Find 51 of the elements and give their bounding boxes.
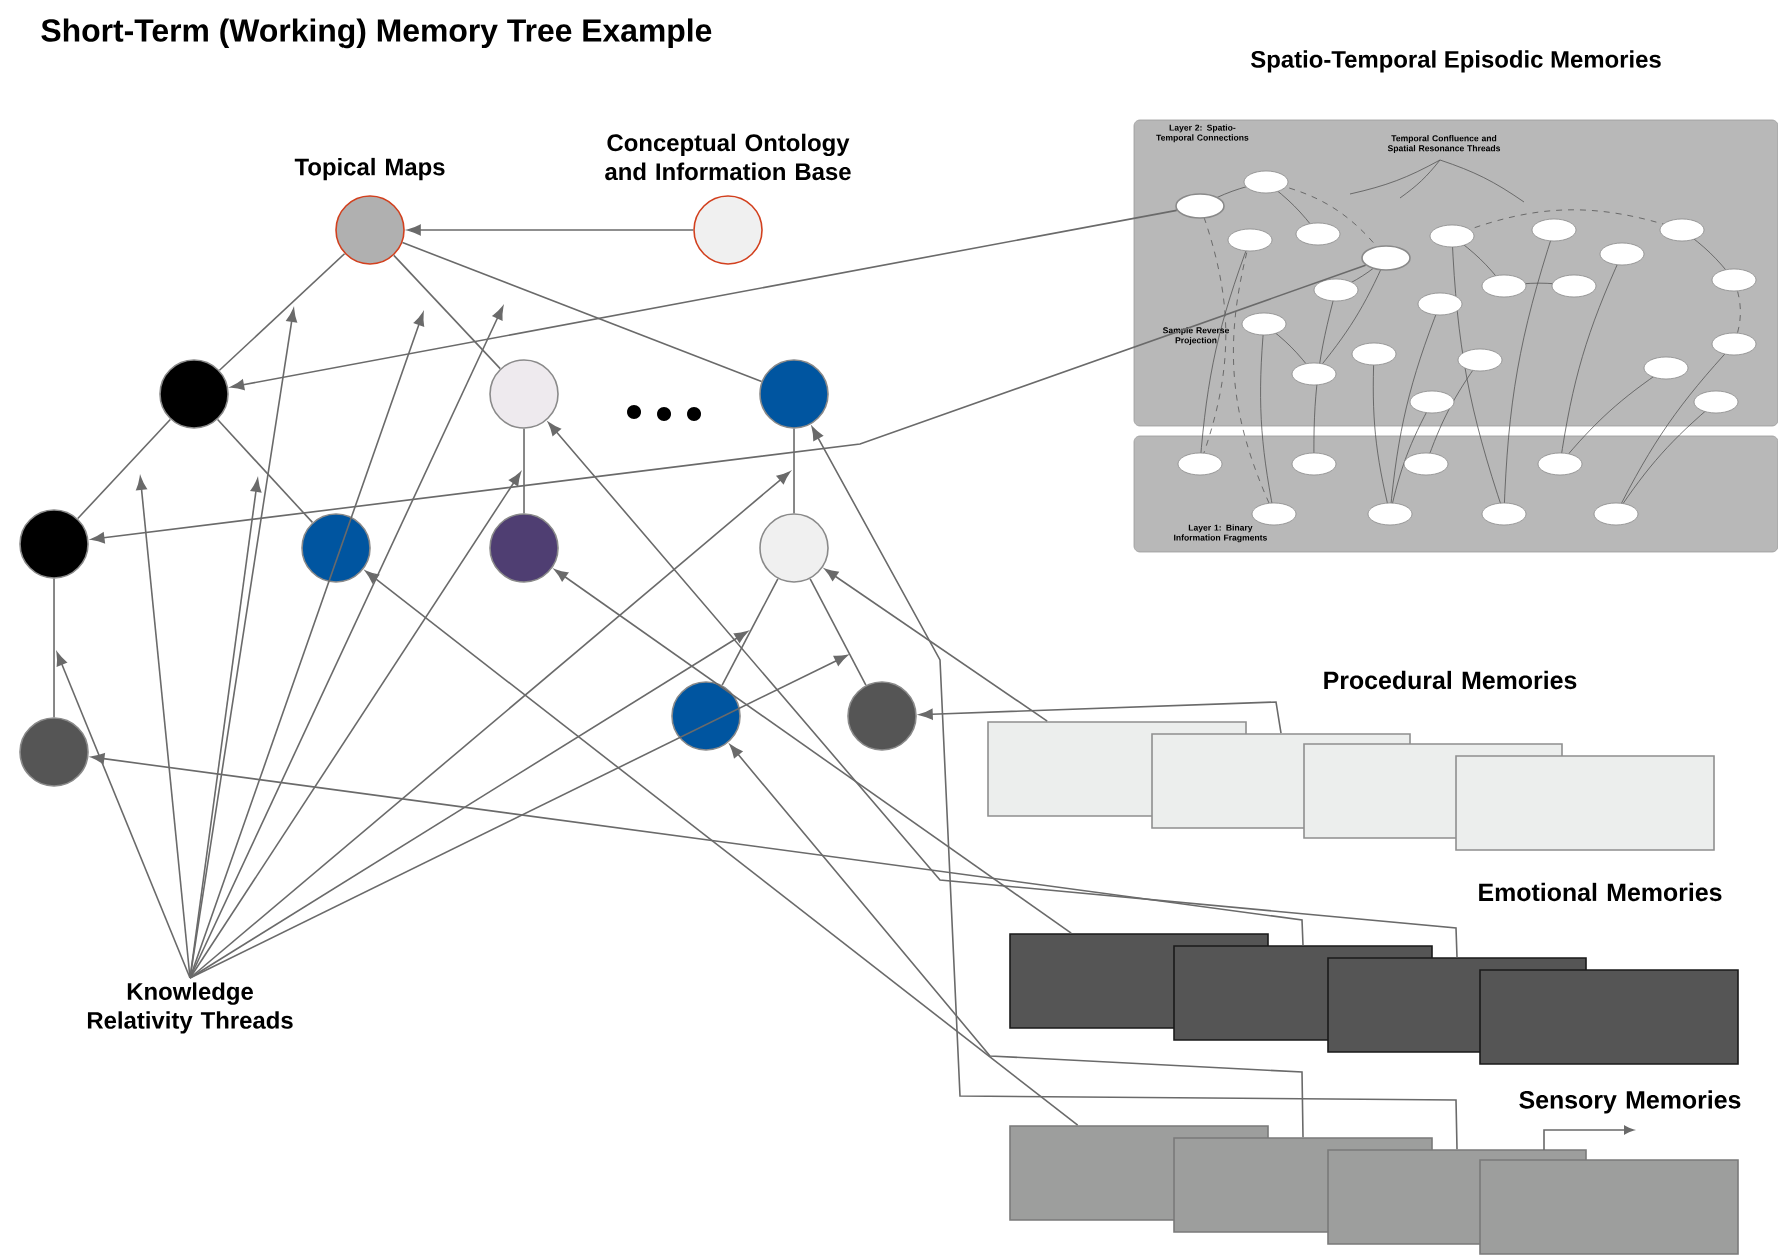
- tree-line: [216, 418, 314, 524]
- arrow: [548, 422, 1458, 958]
- arrow: [189, 471, 521, 979]
- arrow: [189, 471, 791, 979]
- tree-circle: [847, 681, 917, 751]
- node-label: Conceptual Ontology and Information Base: [605, 133, 851, 181]
- arrow: [91, 264, 1367, 544]
- arrow: [554, 569, 1072, 934]
- arrow: [811, 426, 1458, 1150]
- tree-circle: [19, 509, 89, 579]
- memory-card: [1455, 755, 1715, 851]
- memory-card: [1479, 969, 1739, 1065]
- tree-circle: [671, 681, 741, 751]
- group-heading: Procedural Memories: [1324, 670, 1577, 690]
- arrow: [56, 652, 191, 979]
- arrow: [189, 306, 504, 979]
- memory-ellipse: [1361, 245, 1411, 271]
- tree-circle: [301, 513, 371, 583]
- tree-circle: [159, 359, 229, 429]
- tree-line: [393, 254, 501, 370]
- arrow: [729, 744, 1304, 1138]
- tree-line: [53, 578, 55, 718]
- tree-line: [218, 252, 346, 372]
- arrow: [407, 224, 694, 236]
- arrow: [230, 209, 1178, 391]
- tree-circle: [489, 359, 559, 429]
- tree-line: [523, 428, 525, 514]
- arrow: [189, 654, 848, 979]
- arrow: [189, 630, 748, 979]
- tree-line: [76, 418, 172, 520]
- tree-circle: [489, 513, 559, 583]
- node-label: Spatio-Temporal Episodic Memories: [1250, 50, 1661, 73]
- arrow: [365, 570, 1079, 1126]
- node-label: Topical Maps: [294, 157, 445, 181]
- arrow: [919, 701, 1282, 734]
- tree-circle: [19, 717, 89, 787]
- memory-ellipse: [1175, 193, 1225, 219]
- title: Short-Term (Working) Memory Tree Example: [41, 18, 712, 49]
- arrow: [824, 568, 1048, 722]
- memory-card: [1479, 1159, 1739, 1255]
- thread-label: Knowledge Relativity Threads: [87, 982, 293, 1034]
- group-heading: Sensory Memories: [1519, 1090, 1741, 1114]
- tree-circle: [759, 359, 829, 429]
- arrow: [136, 476, 191, 979]
- tree-circle: [759, 513, 829, 583]
- tree-line: [721, 578, 779, 686]
- tree-line: [793, 428, 795, 514]
- group-heading: Emotional Memories: [1479, 882, 1722, 902]
- arrow: [90, 753, 1304, 946]
- tree-line: [809, 578, 867, 686]
- tree-line: [401, 241, 763, 383]
